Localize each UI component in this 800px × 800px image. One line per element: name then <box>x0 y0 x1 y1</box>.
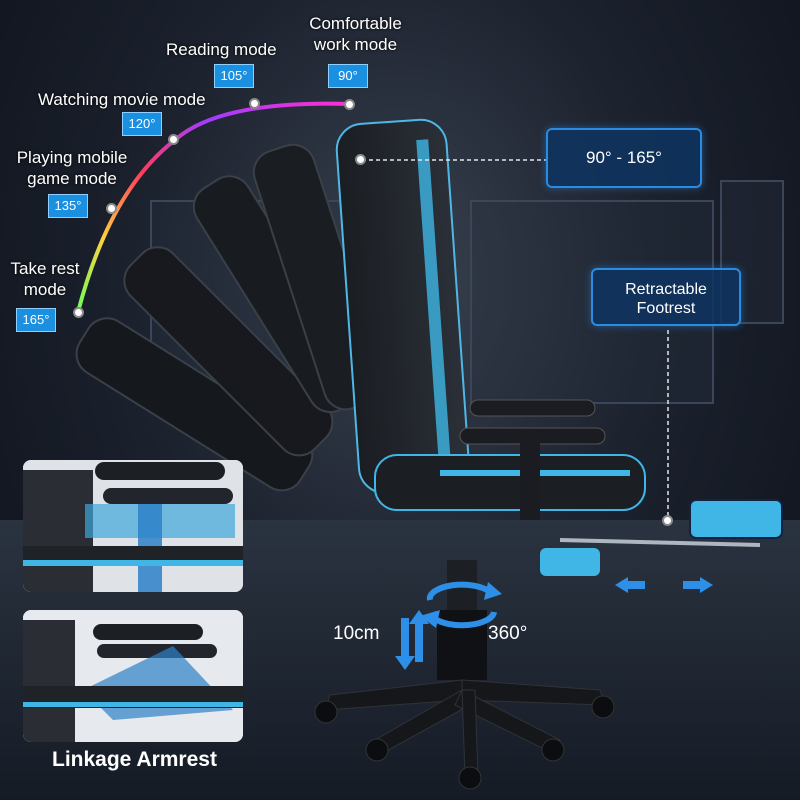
linkage-armrest-caption: Linkage Armrest <box>52 748 217 771</box>
armrest-top <box>469 399 596 417</box>
angle-badge-135: 135° <box>48 194 88 218</box>
swivel-label: 360° <box>488 623 528 644</box>
swivel-arrows-icon <box>426 581 497 629</box>
chair-base <box>324 679 606 776</box>
mode-dot-90 <box>344 99 355 110</box>
height-adjust-label: 10cm <box>333 623 380 644</box>
mode-label-take-rest: Take rest mode <box>10 259 80 299</box>
mode-dot-105 <box>249 98 260 109</box>
footrest-box: Retractable Footrest <box>591 268 741 326</box>
slide-arrows-icon <box>615 577 713 593</box>
backrest-90 <box>335 118 470 495</box>
mode-label-watching-movie: Watching movie mode <box>38 90 206 109</box>
mode-label-comfortable-work: Comfortable work mode <box>309 14 402 54</box>
armrest-inset-top <box>23 460 243 592</box>
mode-dot-165 <box>73 307 84 318</box>
angle-badge-165: 165° <box>16 308 56 332</box>
mode-label-playing-mobile-game: Playing mobile game mode <box>16 148 128 188</box>
armrest-closeup-top <box>23 460 243 592</box>
mode-dot-120 <box>168 134 179 145</box>
range-dot <box>355 154 366 165</box>
armrest-closeup-bottom <box>23 610 243 742</box>
recline-range-box: 90° - 165° <box>546 128 702 188</box>
footrest-pad <box>689 499 783 539</box>
armrest-inset-bottom <box>23 610 243 742</box>
backrest-165 <box>75 317 314 492</box>
mode-dot-135 <box>106 203 117 214</box>
height-arrows-icon <box>395 610 429 670</box>
caster-wheels <box>314 695 615 790</box>
footrest-rail <box>559 538 761 547</box>
angle-badge-105: 105° <box>214 64 254 88</box>
mode-label-reading: Reading mode <box>166 40 277 59</box>
angle-badge-90: 90° <box>328 64 368 88</box>
footrest-dot <box>662 515 673 526</box>
seat-cushion <box>374 454 646 511</box>
angle-badge-120: 120° <box>122 112 162 136</box>
backrest-135 <box>123 246 334 457</box>
